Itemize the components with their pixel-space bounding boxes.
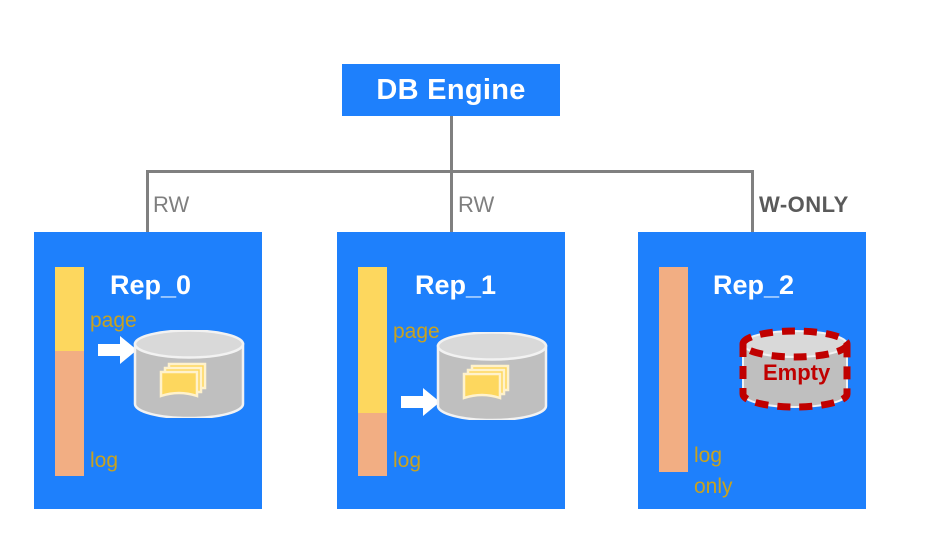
replica-title-rep-1: Rep_1 [415, 270, 497, 300]
edge-label-rep-2: W-ONLY [759, 192, 849, 217]
storage-cylinder-rep-0 [133, 330, 245, 418]
bar-caption-log-rep-1: log [393, 449, 422, 472]
connector-drop-rep-1 [450, 170, 453, 232]
replica-panel-rep-1: page log Rep_1 [337, 232, 565, 509]
page-stack-icon [159, 362, 207, 398]
empty-storage-label: Empty [763, 360, 831, 385]
wal-bar-rep-2 [659, 267, 688, 472]
replica-panel-rep-0: page log Rep_0 [34, 232, 262, 509]
wal-bar-rep-0 [55, 267, 84, 476]
bar-caption-page-rep-1: page [393, 320, 440, 343]
connector-drop-rep-0 [146, 170, 149, 232]
wal-bar-page-segment [358, 267, 387, 414]
wal-bar-rep-1 [358, 267, 387, 476]
wal-bar-log-segment [659, 267, 688, 472]
wal-bar-log-segment [358, 413, 387, 476]
storage-cylinder-rep-1 [436, 332, 548, 420]
bar-caption-log-rep-2: log [694, 444, 723, 467]
connector-trunk [450, 116, 453, 172]
storage-cylinder-rep-2 [735, 324, 851, 412]
edge-label-rep-1: RW [458, 192, 495, 217]
page-flow-arrow-rep-1 [401, 387, 441, 417]
page-stack-icon [462, 364, 510, 400]
connector-drop-rep-2 [751, 170, 754, 232]
page-flow-arrow-rep-0 [98, 335, 138, 365]
db-engine-label: DB Engine [376, 73, 526, 106]
bar-caption-log-only-rep-2: only [694, 475, 733, 498]
replica-title-rep-0: Rep_0 [110, 270, 192, 300]
db-engine-box: DB Engine [342, 64, 560, 116]
wal-bar-log-segment [55, 350, 84, 476]
bar-caption-page-rep-0: page [90, 309, 137, 332]
wal-bar-page-segment [55, 267, 84, 351]
edge-label-rep-0: RW [153, 192, 190, 217]
replica-title-rep-2: Rep_2 [713, 270, 795, 300]
bar-caption-log-rep-0: log [90, 449, 119, 472]
replica-panel-rep-2: log only Empty Rep_2 [638, 232, 866, 509]
